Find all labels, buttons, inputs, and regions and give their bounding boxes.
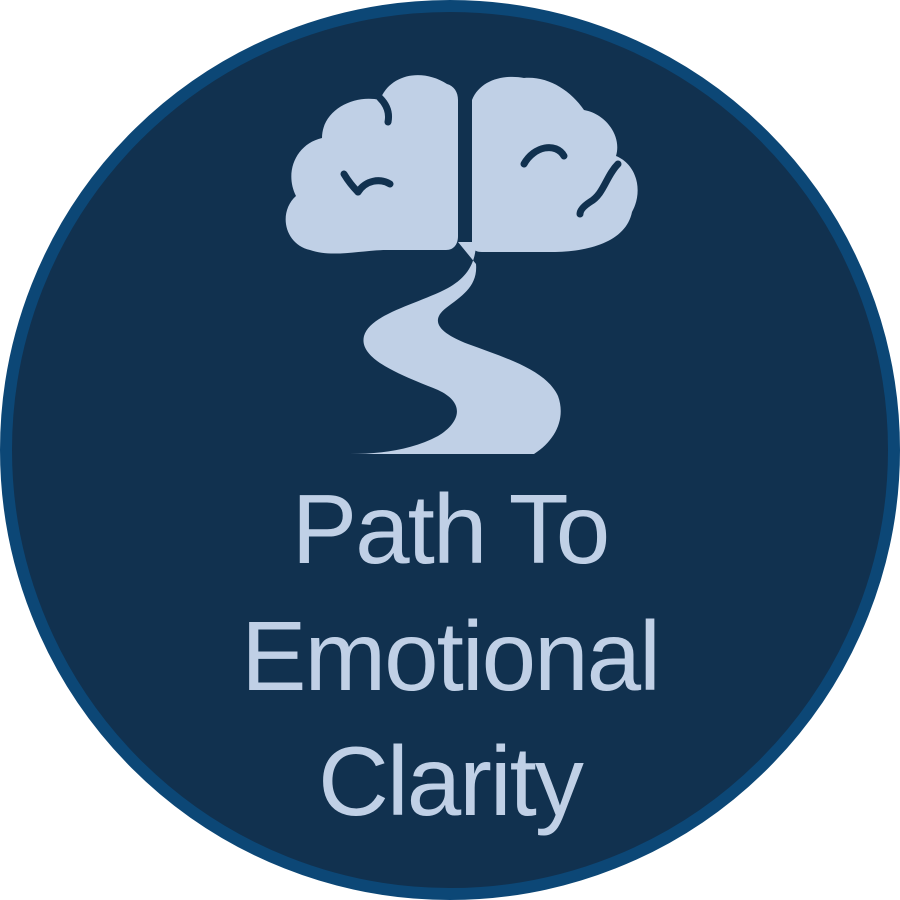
brain-fold-4 [520,144,568,168]
trunk-path [350,242,561,454]
brain-fold-2 [340,170,362,196]
brain-tree-path-icon [285,75,638,454]
title-line-1: Path To [291,474,611,584]
title-line-3: Clarity [318,726,584,836]
brain-tree-graphic [285,75,638,454]
brain-right-hemisphere [472,76,638,252]
brain-fold-3 [376,94,392,126]
brain-fold-5 [576,160,622,218]
title-line-2: Emotional [241,601,661,711]
brain-left-hemisphere [285,75,458,254]
